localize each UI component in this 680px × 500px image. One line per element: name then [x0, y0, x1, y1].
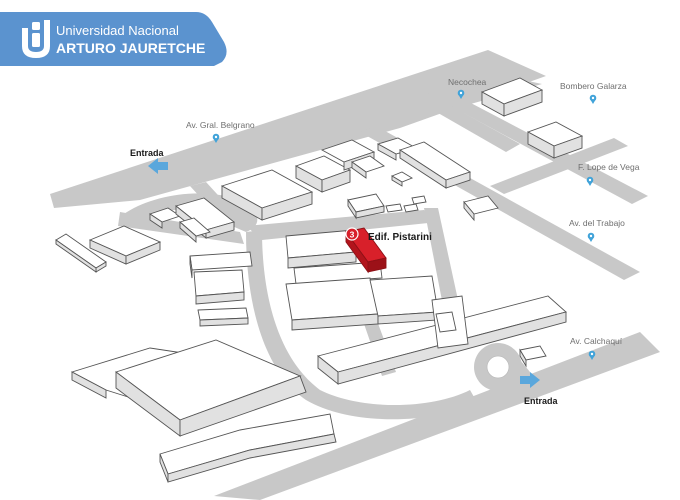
marker-number: 3	[350, 230, 355, 240]
location-pin-icon	[589, 94, 597, 104]
street-label-belgrano: Av. Gral. Belgrano	[186, 120, 255, 143]
building-left-block	[88, 225, 162, 265]
street-label-lope: F. Lope de Vega	[578, 162, 640, 186]
location-pin-icon	[586, 176, 594, 186]
street-name: Necochea	[448, 77, 487, 87]
entrance-south-arrow-icon	[520, 372, 540, 388]
entrance-south-label: Entrada	[524, 396, 559, 406]
logo-banner-bg	[0, 12, 227, 66]
street-name: Bombero Galarza	[560, 81, 627, 91]
road-necochea	[412, 92, 520, 152]
location-pin-icon	[457, 89, 465, 99]
building-roundabout-small	[519, 345, 547, 368]
building-top-middle-cluster	[294, 139, 385, 193]
logo-line-1: Universidad Nacional	[56, 23, 179, 38]
building-left-cluster	[148, 197, 235, 243]
marker-label: Edif. Pistarini	[368, 232, 432, 243]
roundabout-island	[486, 355, 510, 379]
pistarini-side-right	[367, 257, 387, 273]
entrance-south[interactable]: Entrada	[520, 372, 559, 406]
logo-line-2: ARTURO JAURETCHE	[56, 40, 205, 56]
building-bottom-long	[159, 413, 337, 483]
street-label-bombero: Bombero Galarza	[560, 81, 627, 104]
location-pin-icon	[212, 133, 220, 143]
pistarini-marker[interactable]: 3 Edif. Pistarini	[345, 227, 432, 243]
building-small-inner	[347, 193, 499, 222]
entrance-north-label: Entrada	[130, 148, 165, 158]
building-necochea-block	[480, 77, 544, 117]
street-name: Av. Calchaquí	[570, 336, 623, 346]
road-campus-loop	[246, 230, 478, 420]
location-pin-icon	[588, 350, 596, 360]
street-label-necochea: Necochea	[448, 77, 487, 99]
entrance-north[interactable]: Entrada	[130, 148, 168, 174]
road-necochea-band	[372, 70, 542, 112]
street-label-trabajo: Av. del Trabajo	[569, 218, 625, 242]
university-logo-banner[interactable]: Universidad Nacional ARTURO JAURETCHE	[0, 12, 227, 66]
location-pin-icon	[587, 232, 595, 242]
road-lope	[490, 138, 628, 194]
building-far-left-slab	[55, 233, 107, 273]
university-logo-icon	[22, 20, 50, 58]
road-calchaqui	[214, 332, 660, 500]
marker-number-badge	[345, 227, 359, 241]
entrance-north-arrow-icon	[148, 158, 168, 174]
buildings	[55, 77, 584, 483]
street-name: Av. del Trabajo	[569, 218, 625, 228]
road-belgrano-link	[190, 182, 228, 210]
building-left-middle-stack	[189, 251, 253, 327]
building-big-lower-left	[70, 339, 307, 437]
street-label-calchaqui: Av. Calchaquí	[570, 336, 623, 360]
building-long-lower-right	[317, 295, 567, 385]
building-belgrano-large	[220, 169, 314, 221]
building-right-cluster	[376, 137, 472, 189]
street-name: Av. Gral. Belgrano	[186, 120, 255, 130]
building-lope-block	[526, 121, 584, 159]
street-name: F. Lope de Vega	[578, 162, 640, 172]
building-inner-complex	[285, 229, 439, 331]
road-inner-top	[246, 210, 438, 240]
